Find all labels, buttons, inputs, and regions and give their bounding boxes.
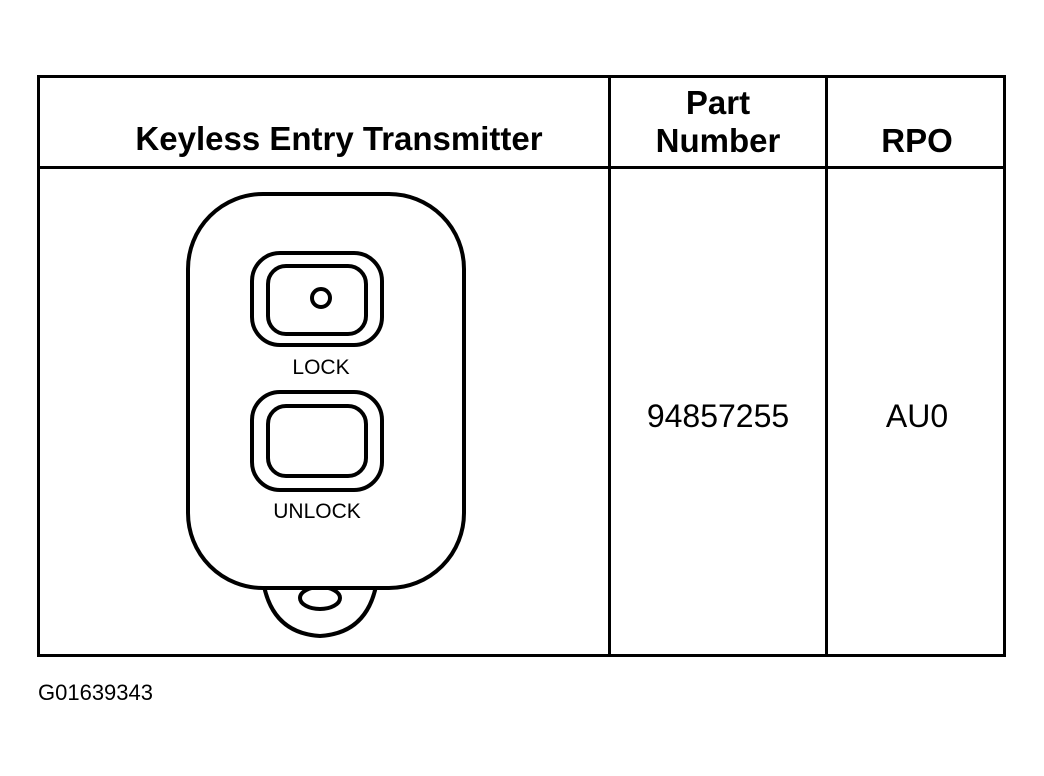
keyless-entry-fob-illustration: LOCK UNLOCK xyxy=(186,192,466,638)
lock-label: LOCK xyxy=(292,356,349,379)
table-header-row xyxy=(40,78,1003,169)
rpo-value: AU0 xyxy=(885,398,949,434)
column-divider xyxy=(825,78,828,654)
header-rpo: RPO xyxy=(881,122,953,159)
parts-table: Keyless Entry Transmitter Part Number RP… xyxy=(37,75,1006,657)
header-part-number-line1: Part xyxy=(685,84,751,121)
column-divider xyxy=(608,78,611,654)
unlock-label: UNLOCK xyxy=(273,500,361,523)
header-keyless-entry-transmitter: Keyless Entry Transmitter xyxy=(135,120,543,157)
figure-code: G01639343 xyxy=(38,680,153,705)
header-part-number-line2: Number xyxy=(655,122,781,159)
unlock-button xyxy=(266,404,368,478)
part-number-value: 94857255 xyxy=(646,398,790,434)
lock-button-dot-icon xyxy=(310,287,332,309)
fob-key-ring-hole xyxy=(298,585,342,611)
header-part-number: Part Number xyxy=(611,84,825,160)
